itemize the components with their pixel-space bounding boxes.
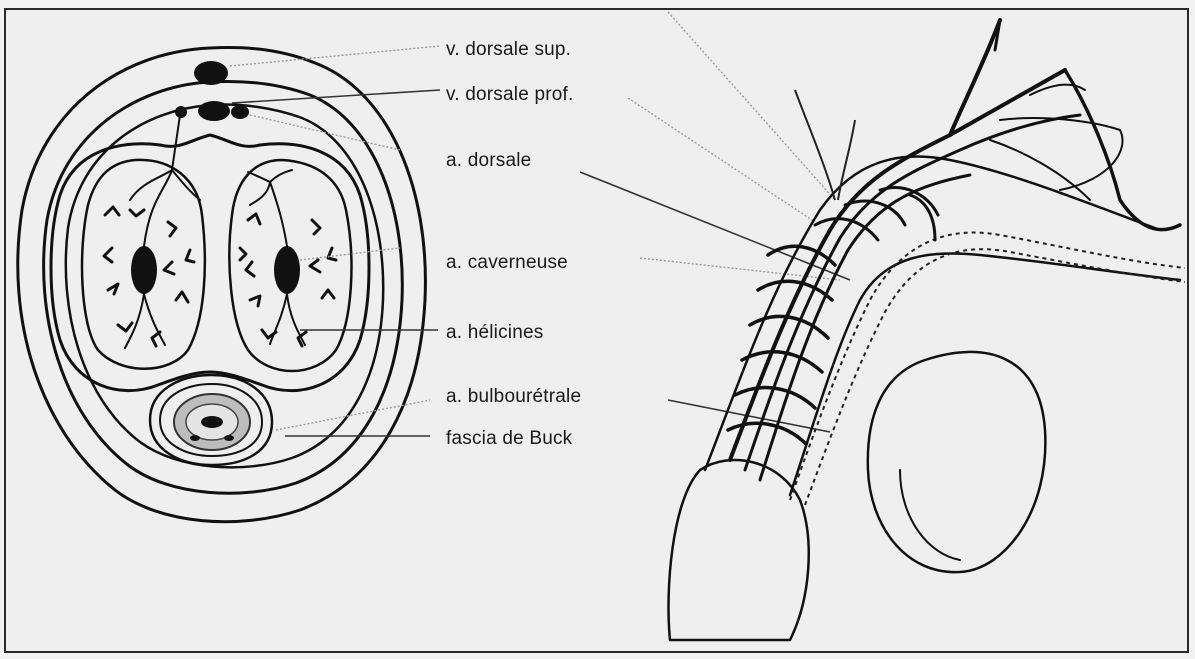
labels: v. dorsale sup. v. dorsale prof. a. dors… [446,39,581,449]
lateral-vasculature-diagram [669,20,1185,640]
label-a-dorsale: a. dorsale [446,150,531,171]
leader-lines-right [580,12,850,432]
label-fascia-de-buck: fascia de Buck [446,428,573,449]
label-a-caverneuse: a. caverneuse [446,252,568,273]
cross-section-diagram [18,48,426,522]
label-a-helicines: a. hélicines [446,322,543,343]
label-v-dorsale-sup: v. dorsale sup. [446,39,571,60]
label-a-bulbouretrale: a. bulbourétrale [446,386,581,407]
label-v-dorsale-prof: v. dorsale prof. [446,84,573,105]
